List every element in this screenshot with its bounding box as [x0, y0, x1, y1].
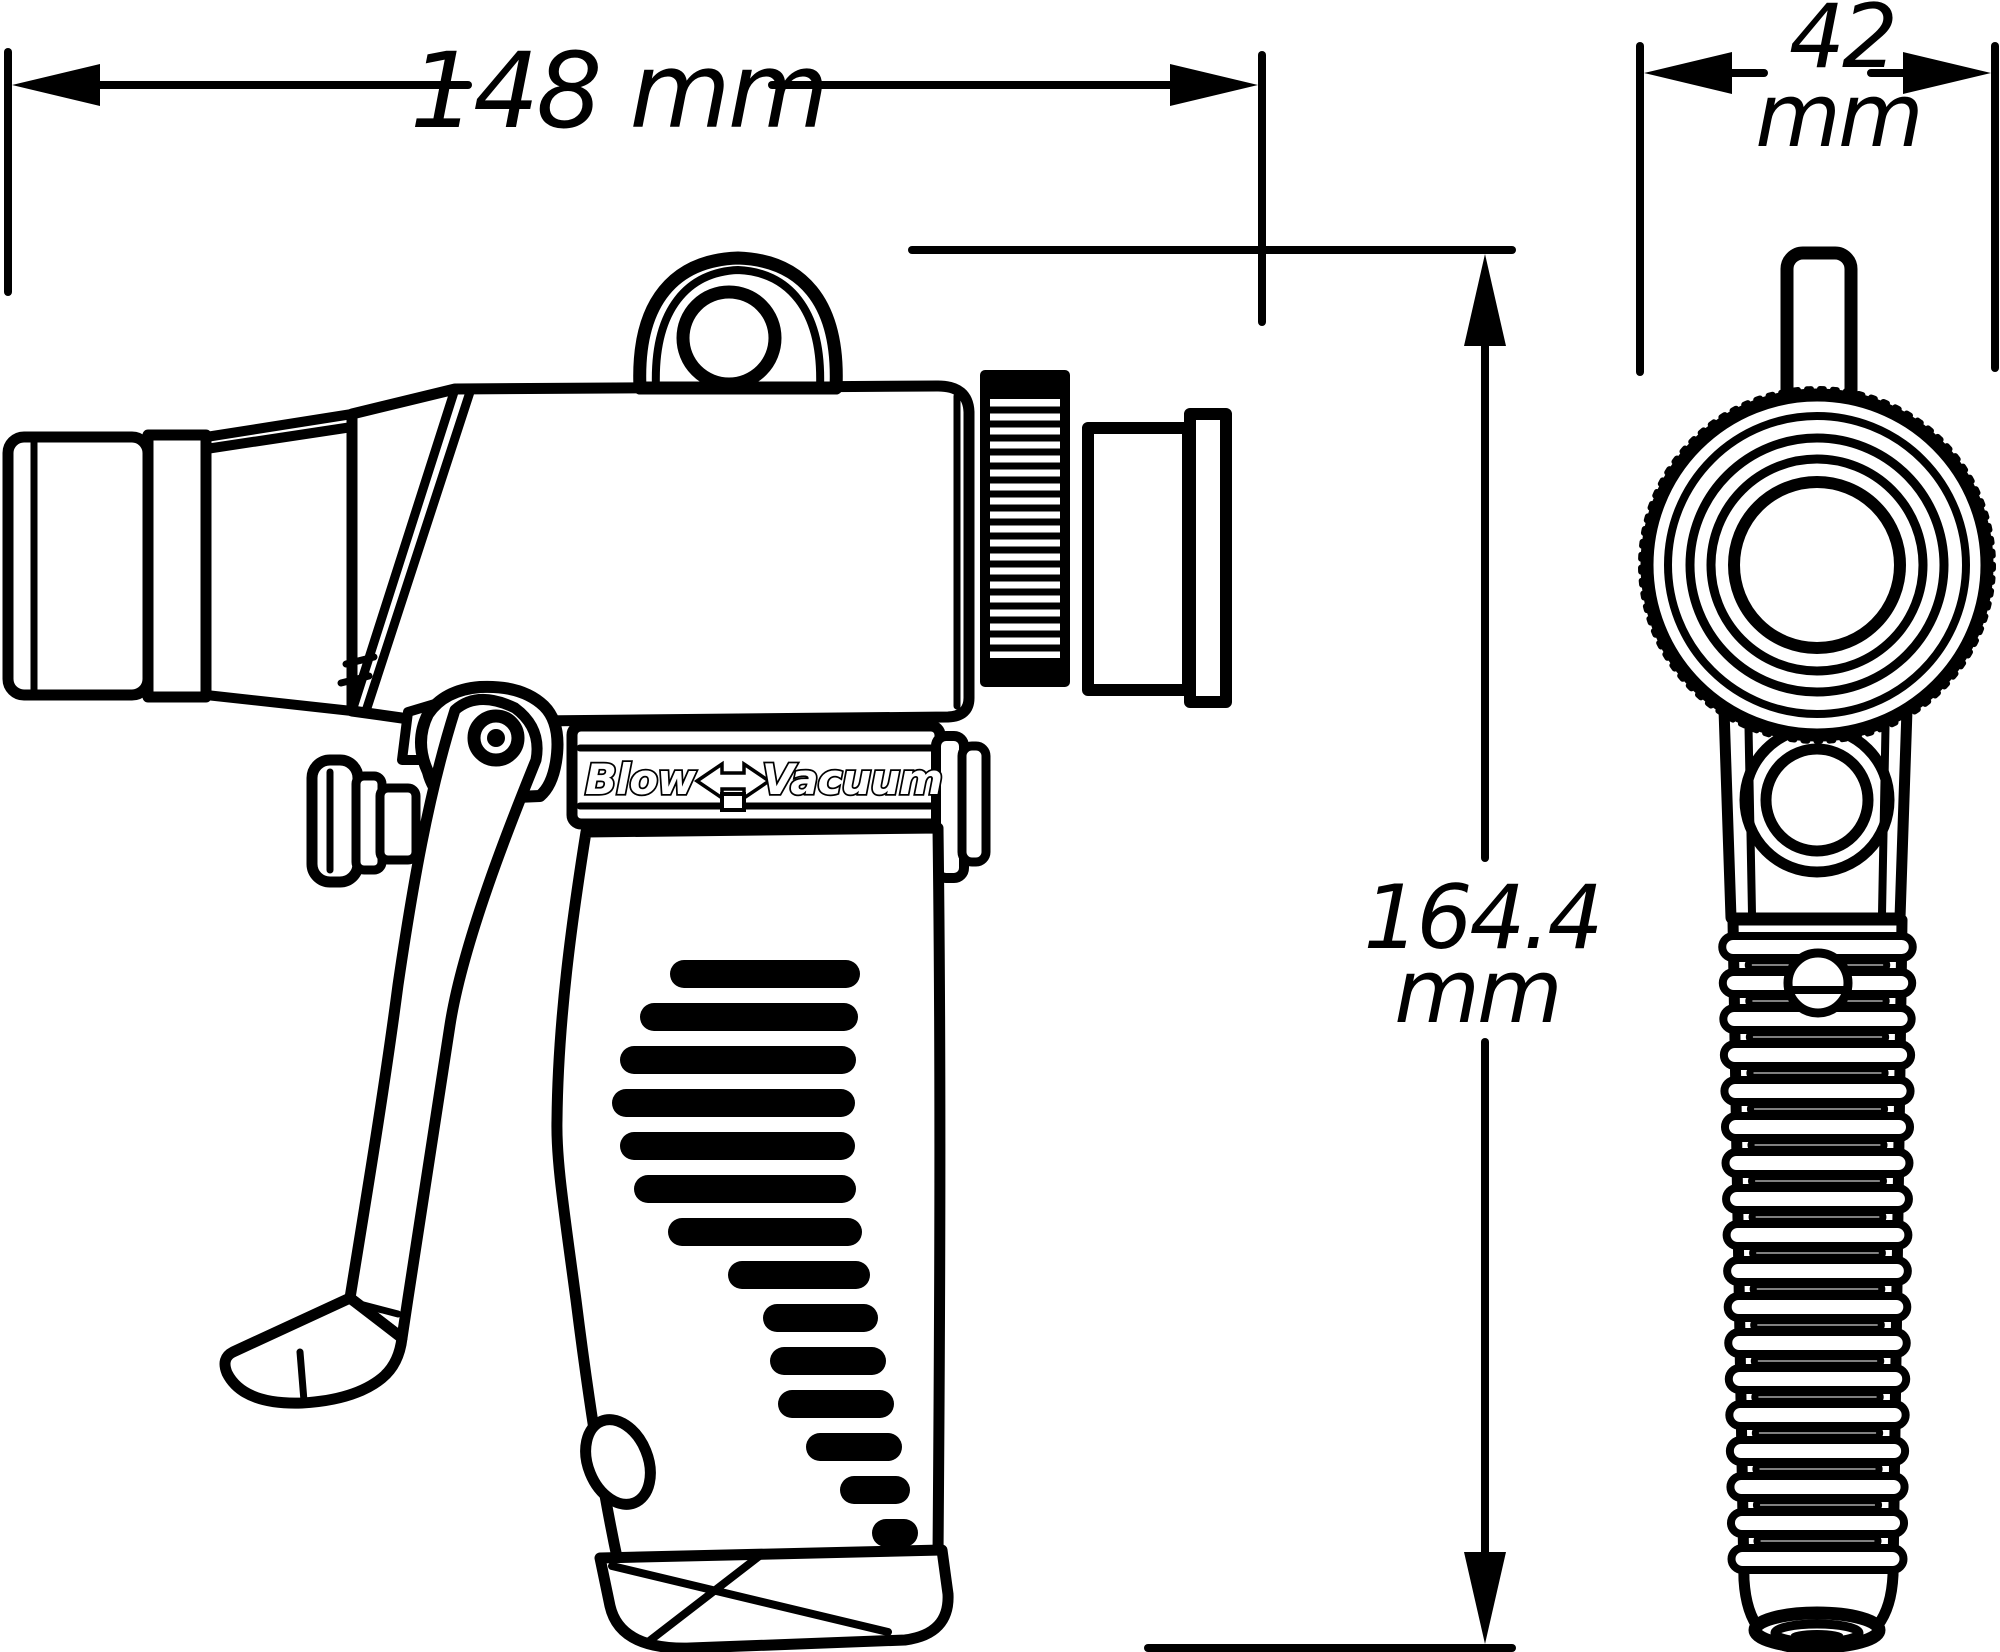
front-view [1638, 246, 1996, 1652]
outlet-connector [1082, 408, 1232, 708]
handle-side [551, 822, 954, 1652]
outlet-bore [1728, 476, 1906, 654]
dimension-width: 42 mm [1636, 0, 1999, 376]
dim-length-label: 148 mm [410, 30, 826, 152]
trigger-lever [344, 694, 543, 1344]
arrow-right-icon [1903, 52, 1991, 94]
switch-label-vacuum: Vacuum [762, 755, 942, 804]
switch-label-blow: Blow [585, 755, 696, 804]
arrow-up-icon [1464, 254, 1506, 346]
arrow-down-icon [1464, 1552, 1506, 1644]
hanging-loop [633, 251, 843, 395]
nozzle [2, 409, 357, 716]
gun-body [337, 380, 975, 728]
dimension-height: 164.4 mm [908, 246, 1603, 1652]
arrow-left-icon [12, 64, 100, 106]
arrow-left-icon [1644, 52, 1732, 94]
valve-knob [306, 754, 364, 888]
switch-slider [720, 792, 746, 812]
dimension-length: 148 mm [4, 30, 1266, 326]
arrow-right-icon [1170, 64, 1258, 106]
side-view: Blow Vacuum [2, 251, 1232, 1652]
trigger-foot [219, 1292, 408, 1409]
dim-width-unit: mm [1755, 64, 1920, 167]
knurled-ring-side [980, 370, 1070, 687]
handle-front [1718, 914, 1917, 1652]
knurled-ring-front [1638, 386, 1996, 744]
dim-height-value: 164.4 [1364, 866, 1601, 969]
dim-width-value: 42 [1789, 0, 1895, 88]
dim-height-unit: mm [1394, 940, 1559, 1043]
trigger-assembly [219, 680, 564, 1409]
handle-base [594, 1544, 954, 1652]
handle-detail-circle [1783, 948, 1853, 1018]
